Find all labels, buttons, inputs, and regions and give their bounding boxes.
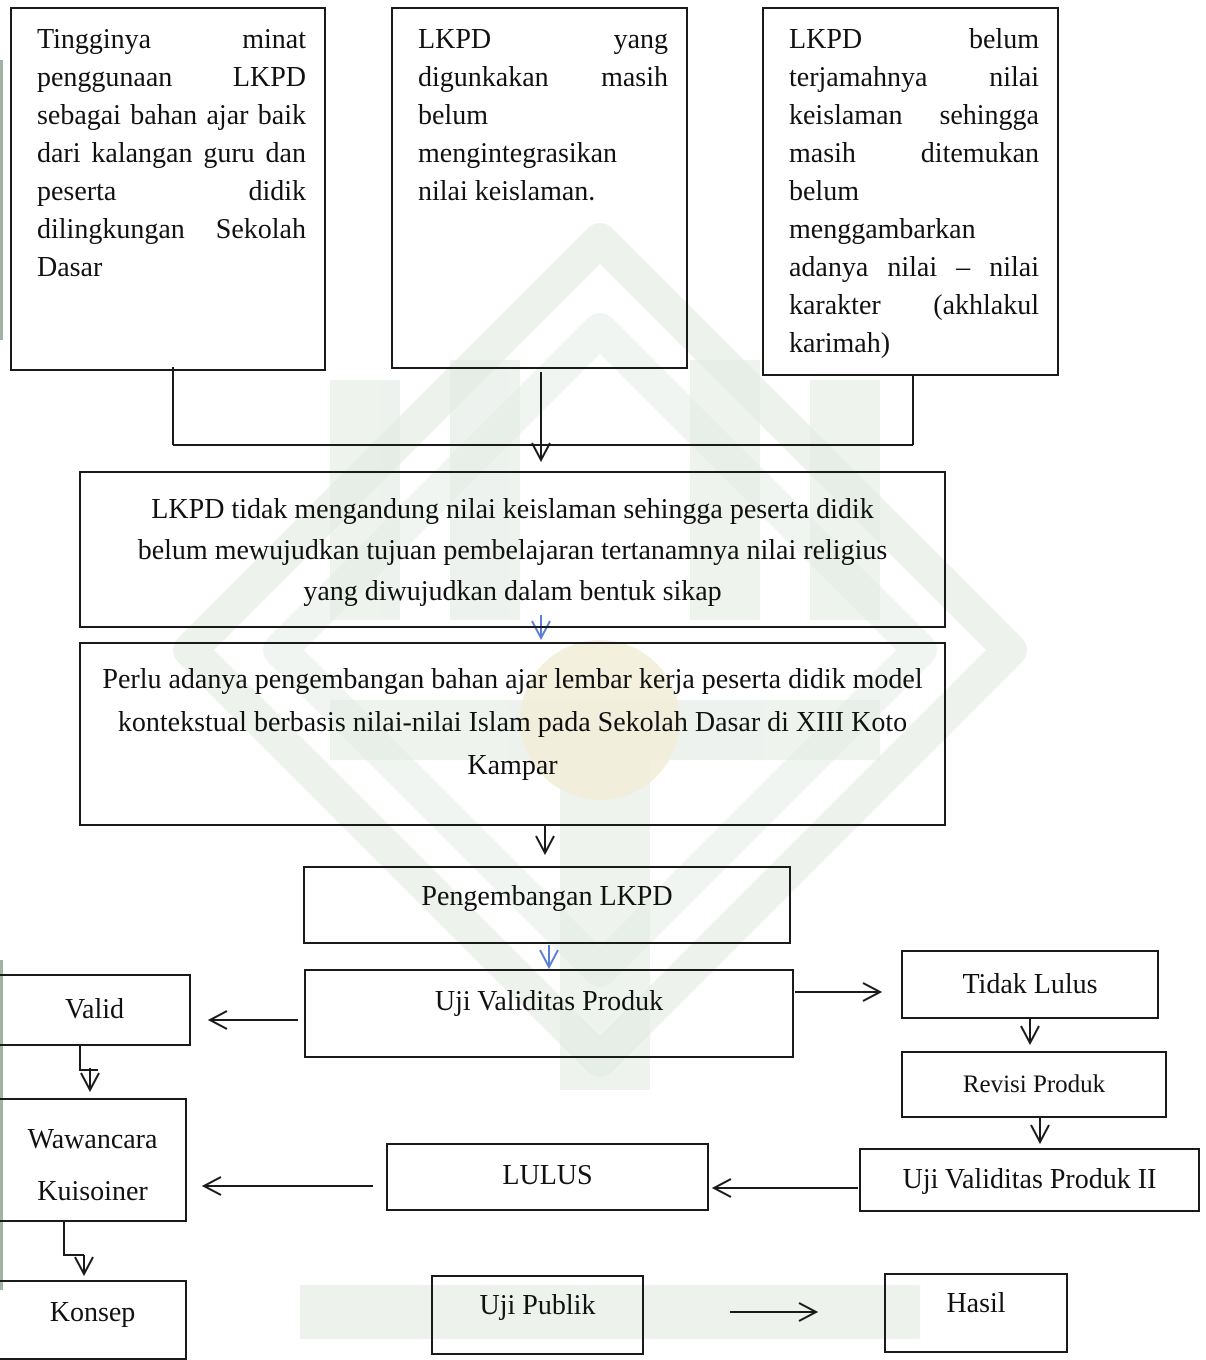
box-not-pass: Tidak Lulus [901, 950, 1159, 1019]
box-validity-test-2: Uji Validitas Produk II [859, 1148, 1200, 1212]
box-revision-text: Revisi Produk [962, 1070, 1106, 1098]
box-interview-text: Wawancara [27, 1124, 158, 1155]
box-top-right-text: LKPD belum terjamahnya nilai keislaman s… [789, 24, 1039, 359]
box-validity-test: Uji Validitas Produk [304, 969, 794, 1058]
box-result: Hasil [884, 1273, 1068, 1353]
box-top-middle-text: LKPD yang digunkakan masih belum mengint… [418, 24, 668, 207]
box-top-left-text: Tingginya minat penggunaan LKPD sebagai … [37, 24, 306, 283]
box-public-test-text: Uji Publik [479, 1290, 596, 1321]
box-revision: Revisi Produk [901, 1051, 1167, 1118]
box-need: Perlu adanya pengembangan bahan ajar lem… [79, 642, 946, 826]
box-result-text: Hasil [946, 1288, 1006, 1319]
arrow-valid-to-interview [79, 1045, 98, 1071]
box-problem: LKPD tidak mengandung nilai keislaman se… [79, 471, 946, 628]
box-concept-text: Konsep [49, 1297, 136, 1328]
box-concept: Konsep [0, 1280, 187, 1360]
margin-mark [0, 60, 3, 340]
box-pass: LULUS [386, 1143, 709, 1211]
box-not-pass-text: Tidak Lulus [962, 968, 1098, 1000]
box-top-left: Tingginya minat penggunaan LKPD sebagai … [10, 7, 326, 371]
box-validity-test-text: Uji Validitas Produk [434, 986, 664, 1017]
box-development: Pengembangan LKPD [303, 866, 791, 944]
box-public-test: Uji Publik [431, 1275, 644, 1355]
arrow-interview-to-concept [63, 1222, 84, 1256]
box-problem-text: LKPD tidak mengandung nilai keislaman se… [137, 494, 888, 607]
box-validity-test-2-text: Uji Validitas Produk II [902, 1164, 1157, 1195]
box-questionnaire-text: Kuisoiner [37, 1176, 148, 1207]
box-valid-text: Valid [64, 994, 125, 1025]
box-pass-text: LULUS [502, 1160, 593, 1191]
box-top-right: LKPD belum terjamahnya nilai keislaman s… [762, 7, 1059, 376]
box-interview: Wawancara Kuisoiner [0, 1098, 187, 1222]
box-development-text: Pengembangan LKPD [421, 881, 673, 912]
margin-mark [0, 960, 3, 1290]
box-need-text: Perlu adanya pengembangan bahan ajar lem… [102, 664, 923, 781]
box-top-middle: LKPD yang digunkakan masih belum mengint… [391, 7, 688, 369]
box-valid: Valid [0, 974, 191, 1046]
